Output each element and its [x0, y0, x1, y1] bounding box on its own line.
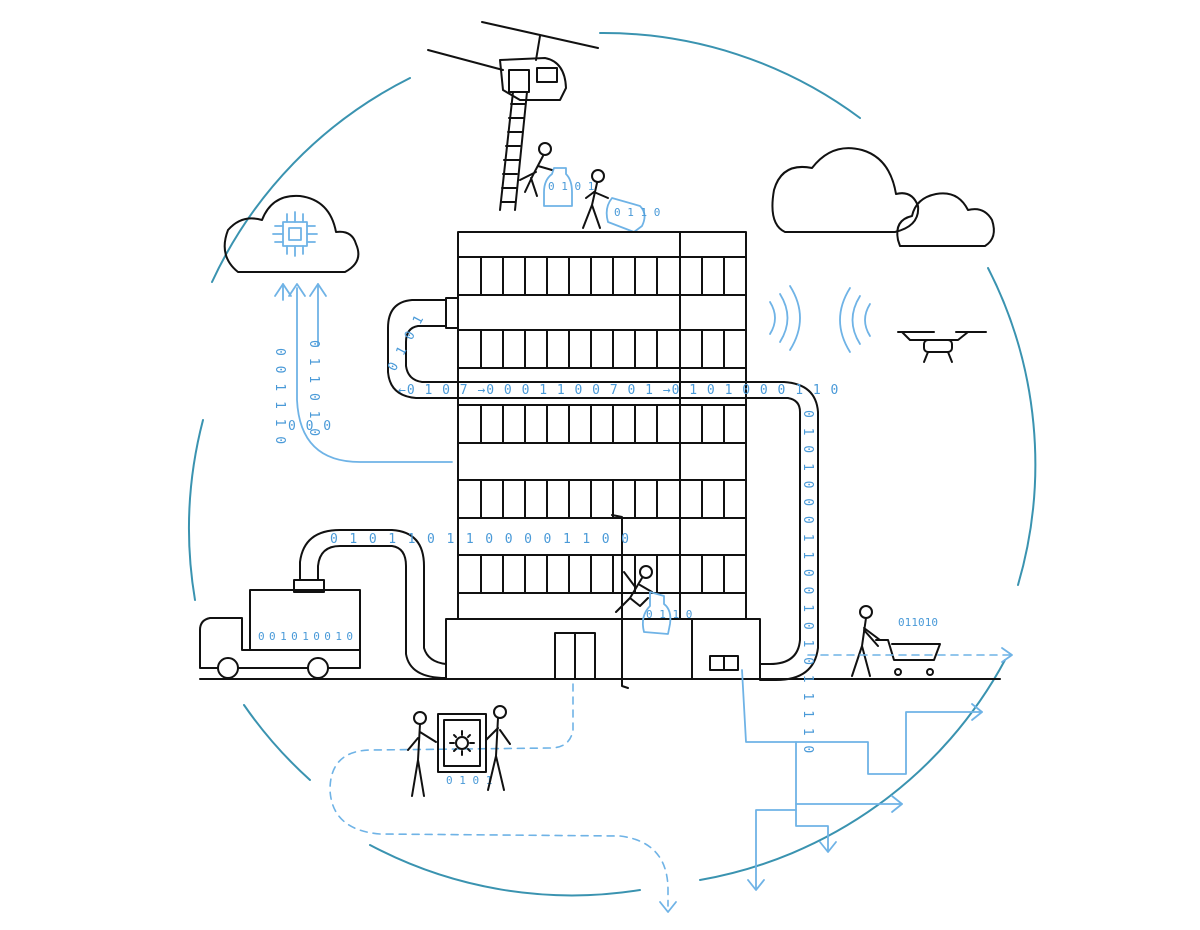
person-icon	[485, 705, 511, 791]
data-bag-icon: 0 1 1 0	[641, 591, 692, 635]
helicopter-icon	[427, 21, 599, 211]
pipe-bits-bottom-left: 0 1 0 1 1 0 1 1 0 0 0 0 1 1 0 0	[330, 532, 630, 547]
person-icon	[851, 605, 881, 677]
upload-arrows: 0 0 1 1 1 0 0 1 1 0 1 0 0 0 0	[272, 283, 453, 463]
pipe-bits-top-middle: ←0 1 0 7 →0 0 0 1 1 0 0 7 0 1 →0 1 0 1 0…	[398, 383, 839, 398]
shopping-cart-icon: 0 1 1 0 1 0	[875, 616, 941, 676]
data-bag-icon: 0 1 1 0	[605, 197, 660, 233]
dashed-flows	[329, 647, 1013, 913]
safe-bits: 0 1 0 1	[446, 774, 492, 787]
branch-flows	[741, 669, 983, 891]
cart-bits: 0 1 1 0 1 0	[898, 616, 938, 629]
bag-bits: 0 1 0 1	[548, 180, 594, 193]
truck-bits: 0 0 1 0 1 0 0 1 0	[258, 630, 353, 643]
person-icon	[407, 711, 437, 797]
person-icon	[615, 565, 653, 613]
pipe-bits-right: 0 1 0 1 0 0 0 1 1 0 0 1 0 1 0 1 1 1 1 0	[800, 410, 815, 754]
wifi-signal-icon	[769, 285, 871, 353]
cloud-icon	[771, 147, 995, 247]
building-icon	[445, 231, 761, 689]
person-icon	[582, 169, 609, 229]
person-icon	[519, 142, 553, 197]
outer-ring	[188, 31, 1037, 897]
bag-bits: 0 1 1 0	[646, 608, 692, 621]
truck-icon	[199, 589, 361, 679]
data-bag-icon: 0 1 0 1	[543, 167, 594, 207]
data-pipe	[293, 299, 819, 681]
cloud-bits-tail: 0 0 0	[288, 419, 332, 434]
drone-icon	[897, 331, 987, 363]
cloud-bits-right: 0 1 1 0 1 0	[306, 340, 321, 437]
safe-icon: 0 1 0 1	[437, 713, 492, 787]
cloud-chip-icon	[223, 194, 360, 273]
bag-bits: 0 1 1 0	[614, 206, 660, 219]
cloud-bits-left: 0 0 1 1 1 0	[272, 348, 287, 445]
